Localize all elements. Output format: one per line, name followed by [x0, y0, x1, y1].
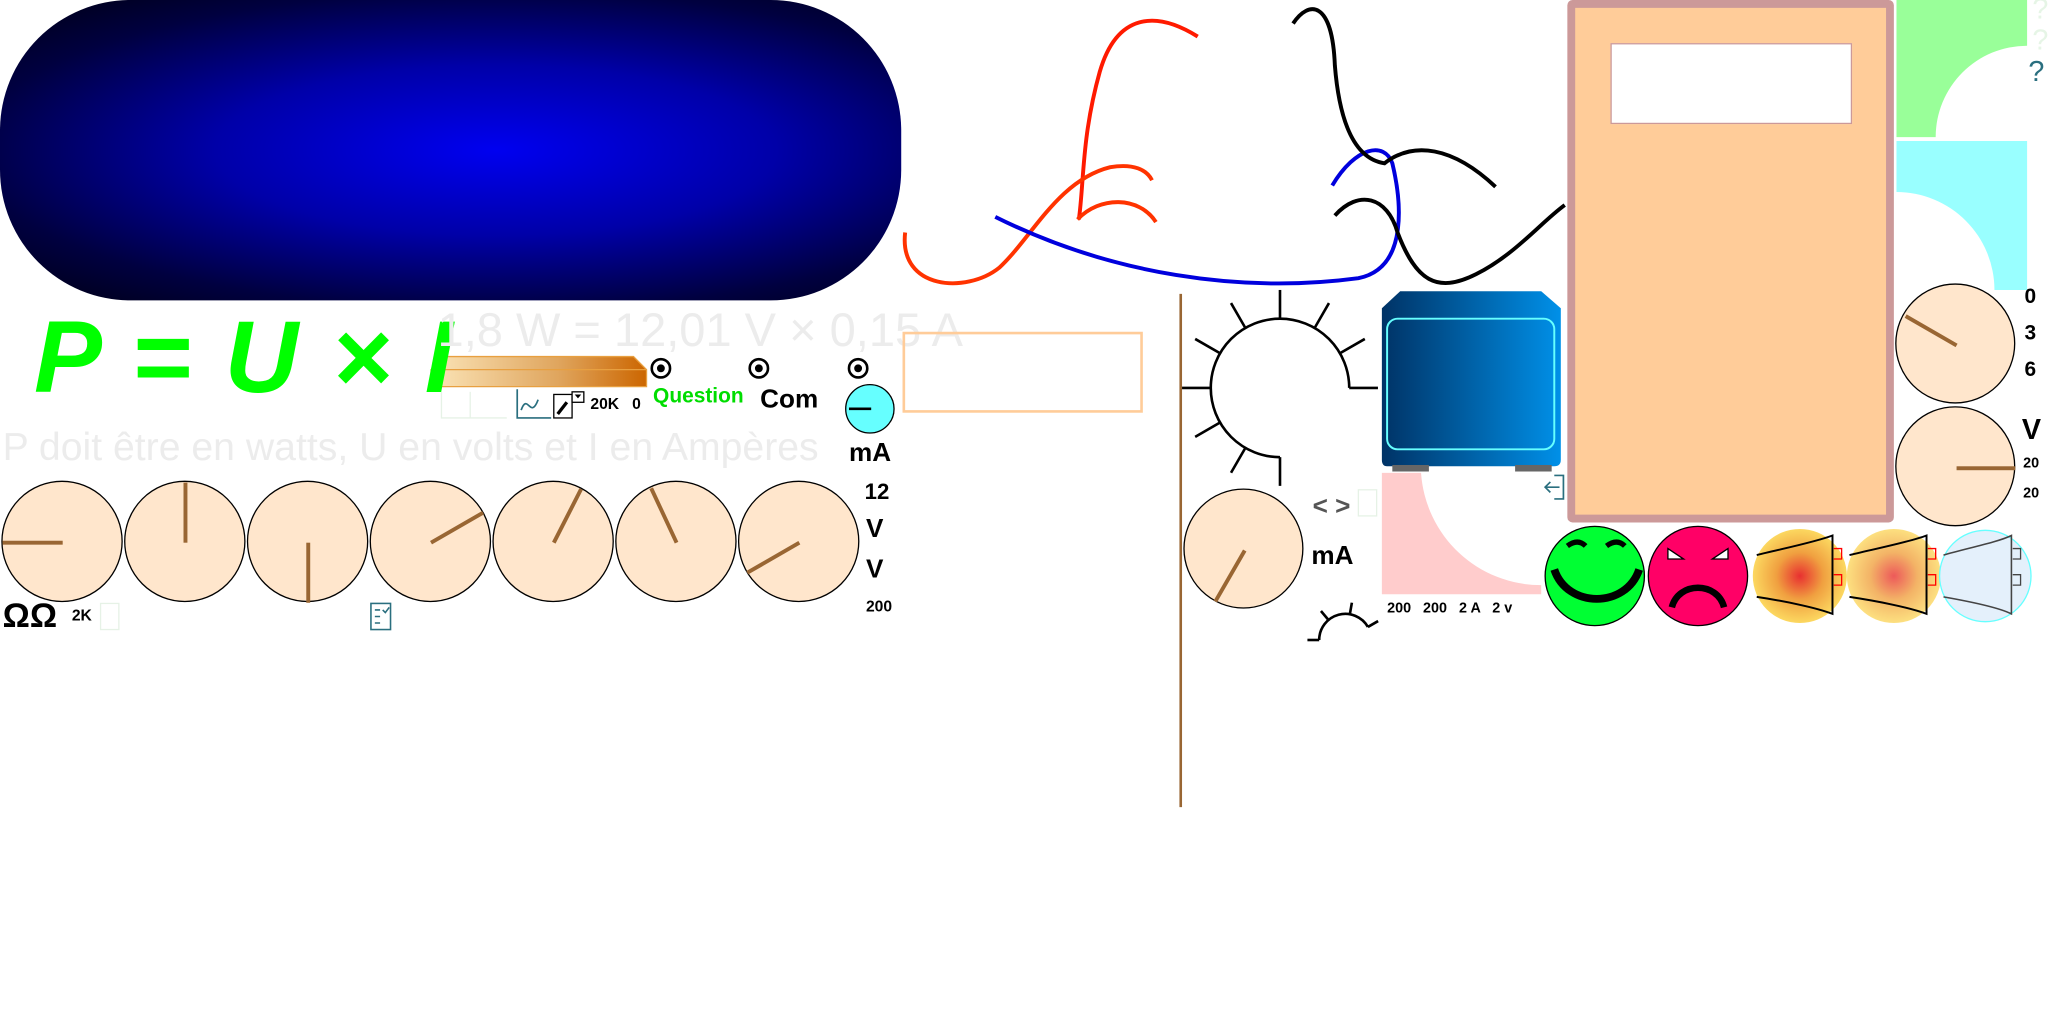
bulb-lit-button[interactable] [1752, 528, 1847, 624]
com-label: Com [760, 385, 819, 415]
middle-ma-label: mA [1311, 542, 1354, 571]
pen-dropdown-icon[interactable] [553, 391, 585, 419]
wire-red-1[interactable] [1076, 18, 1199, 220]
happy-face-button[interactable] [1544, 525, 1646, 627]
selector-dial-4[interactable] [368, 480, 491, 603]
chart-icon[interactable] [516, 389, 552, 419]
needle [183, 483, 188, 543]
dial-arc [1317, 612, 1370, 641]
help-icon[interactable]: ? [2028, 54, 2045, 88]
question-label: Question [653, 385, 744, 408]
display-screen [0, 0, 902, 301]
selector-dial-3[interactable] [246, 480, 368, 603]
wire-black-2[interactable] [1333, 197, 1566, 285]
needle [1956, 465, 2016, 470]
dial-tick [1194, 337, 1221, 355]
resistor-slab[interactable] [430, 355, 648, 388]
pink-quarter-shape [1381, 472, 1542, 595]
wire-red-2[interactable] [902, 164, 1154, 286]
ma-dial[interactable] [1183, 488, 1304, 609]
small-selector-arc[interactable] [1307, 602, 1379, 642]
selector-dial-6[interactable] [614, 480, 736, 603]
v12-label: 12 [864, 479, 890, 505]
scale-label-0: 0 [2024, 286, 2037, 309]
bulb-off-button[interactable] [1938, 529, 2032, 623]
wire-blue[interactable] [994, 148, 1401, 286]
right-dial-1[interactable] [1895, 283, 2016, 404]
socket-com[interactable] [748, 357, 770, 379]
v200-label: 200 [865, 596, 893, 616]
needle [306, 542, 311, 603]
range-20k-label: 20K [590, 394, 620, 413]
dial-tick [1229, 302, 1247, 329]
needle [1213, 548, 1247, 602]
dial-tick [1348, 602, 1354, 615]
ma-knob[interactable] [845, 383, 895, 434]
needle [430, 511, 484, 545]
zero-label: 0 [632, 394, 641, 413]
faint-doc-icon-2 [1357, 489, 1378, 517]
selector-dial-5[interactable] [491, 480, 614, 603]
socket-question[interactable] [650, 357, 672, 379]
dial-tick [1319, 610, 1330, 621]
right-volt-label: V [2021, 412, 2042, 446]
dial-tick [1229, 447, 1247, 474]
angry-face-button[interactable] [1647, 525, 1749, 627]
exit-icon[interactable] [1543, 474, 1565, 500]
needle [3, 540, 63, 545]
needle [746, 540, 801, 575]
faint-chart-icon [440, 391, 507, 419]
dial-tick [1339, 337, 1366, 355]
help-icon-faint-2: ? [2032, 23, 2048, 57]
needle [649, 488, 679, 544]
socket-ma[interactable] [847, 357, 869, 379]
dial-tick [1367, 619, 1379, 629]
volt-label-2: V [865, 555, 884, 584]
range-labels: 200 200 2 A 2 v [1387, 600, 1513, 617]
wire-red-3[interactable] [1076, 200, 1158, 224]
scale-label-6: 6 [2024, 359, 2037, 382]
faint-doc-icon [99, 602, 120, 631]
right-dial-2[interactable] [1895, 406, 2016, 527]
nav-arrows-button[interactable]: < > [1312, 492, 1351, 522]
green-quarter-shape [1896, 0, 2028, 138]
help-icon-faint-1: ? [2032, 0, 2048, 25]
formula-title: P = U × I [33, 299, 456, 415]
calculation-text: 1,8 W = 12,01 V × 0,15 A [437, 303, 963, 357]
result-display-box[interactable] [1610, 43, 1853, 125]
unit-hint-text: P doit être en watts, U en volts et I en… [2, 425, 819, 469]
right-range-1: 20 [2023, 455, 2040, 472]
dial-tick [1194, 421, 1221, 439]
range-selector-arc[interactable] [1182, 289, 1378, 486]
ma-label: mA [848, 438, 892, 468]
wire-black-1[interactable] [1291, 7, 1497, 189]
bulb-dim-button[interactable] [1846, 528, 1941, 624]
selector-dial-2[interactable] [123, 480, 245, 603]
selector-dial-1[interactable] [0, 480, 123, 603]
dial-arc [1209, 317, 1351, 459]
cyan-quarter-shape [1896, 141, 2028, 290]
value-input-box[interactable] [902, 331, 1143, 413]
k2-label: 2K [71, 606, 92, 625]
selector-dial-7[interactable] [737, 480, 859, 603]
volt-label-1: V [865, 514, 884, 544]
dial-tick [1313, 302, 1331, 329]
right-range-2: 20 [2023, 485, 2040, 502]
needle [1904, 313, 1958, 347]
ohm-label: ΩΩ [2, 595, 58, 635]
needle [552, 488, 583, 544]
checklist-icon[interactable] [370, 602, 392, 631]
scale-label-3: 3 [2024, 322, 2037, 345]
power-supply-box[interactable] [1381, 291, 1561, 472]
